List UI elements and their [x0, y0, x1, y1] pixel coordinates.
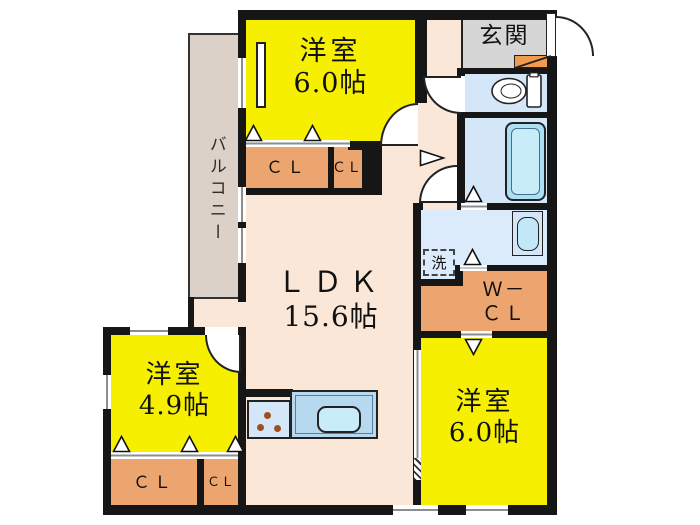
window-room-left-top [130, 327, 168, 335]
wall-toilet-left [457, 68, 465, 209]
sliding-door-room-right [414, 350, 421, 458]
laundry-pan: 洗 [423, 249, 455, 276]
folding-door-marker [463, 248, 482, 266]
sill-closet-bottom [111, 452, 238, 459]
folding-door-marker [464, 185, 483, 203]
window-balcony-ldk-2 [238, 228, 246, 263]
kitchen-sink [317, 406, 361, 433]
closet-bottom-large [111, 459, 197, 507]
bathtub-icon [505, 122, 546, 201]
room-right [421, 338, 548, 507]
wall-washroom-bottom [455, 265, 557, 271]
pillar [256, 42, 266, 108]
wall-left-lower [103, 327, 111, 515]
opening-toilet-door [457, 76, 465, 112]
sliding-door-hatch [414, 458, 421, 480]
sill-closet-top [246, 140, 350, 147]
walk-in-closet [461, 271, 548, 332]
folding-door-marker [180, 435, 199, 453]
closet-top-large [246, 147, 328, 189]
entry-direction-arrow [419, 149, 446, 167]
wall-closet-top-divider [328, 141, 334, 191]
window-room-left-side [103, 375, 111, 409]
closet-bottom-small [204, 459, 238, 507]
window-balcony-ldk-1 [238, 187, 246, 222]
wall-closet-top-right [362, 141, 382, 195]
folding-door-marker [226, 435, 245, 453]
wall-room-left-right [238, 327, 246, 513]
wall-wash-step [455, 265, 463, 286]
sill-wcl-top [460, 265, 487, 271]
entrance-door-panel [546, 13, 556, 57]
folding-door-marker [112, 435, 131, 453]
sill-bathroom-door [461, 203, 487, 210]
folding-door-marker-down [464, 338, 483, 356]
wall-top [238, 10, 557, 20]
washbasin-icon [512, 211, 543, 256]
wall-window-divider [238, 222, 246, 228]
walk-in-closet-ext [421, 286, 466, 332]
laundry-label: 洗 [431, 254, 447, 272]
wall-bottom [103, 505, 557, 515]
entrance-door-arc [556, 16, 594, 56]
toilet-icon [491, 72, 542, 108]
wall-balcony-side [238, 10, 246, 302]
window-balcony-top-room [238, 58, 246, 108]
wall-bath-bottom-b [457, 203, 557, 210]
closet-top-small [334, 147, 364, 189]
folding-door-marker [303, 124, 322, 142]
shoe-cabinet-diagonal [514, 55, 552, 69]
sill-wcl-bottom [461, 331, 492, 338]
folding-door-marker [244, 124, 263, 142]
wall-room-left-top [103, 327, 245, 335]
wall-kitchen [243, 389, 293, 397]
wall-toilet-bottom [461, 112, 557, 118]
wall-right [547, 10, 557, 515]
wall-bulge-left [188, 297, 194, 335]
washroom-laundry-nook [421, 209, 455, 280]
stove-burners-icon [247, 400, 291, 439]
wall-closet-bottom-divider [197, 452, 204, 507]
opening-room-left-door [205, 327, 238, 335]
balcony [188, 33, 243, 299]
window-room-right-bottom [466, 505, 508, 515]
wall-closet-top-bottom [240, 188, 382, 195]
wall-nook-bottom [413, 279, 463, 286]
wall-washroom-left [413, 203, 421, 338]
wall-entrance-bottom [457, 68, 557, 74]
window-ldk-bottom [393, 505, 438, 515]
